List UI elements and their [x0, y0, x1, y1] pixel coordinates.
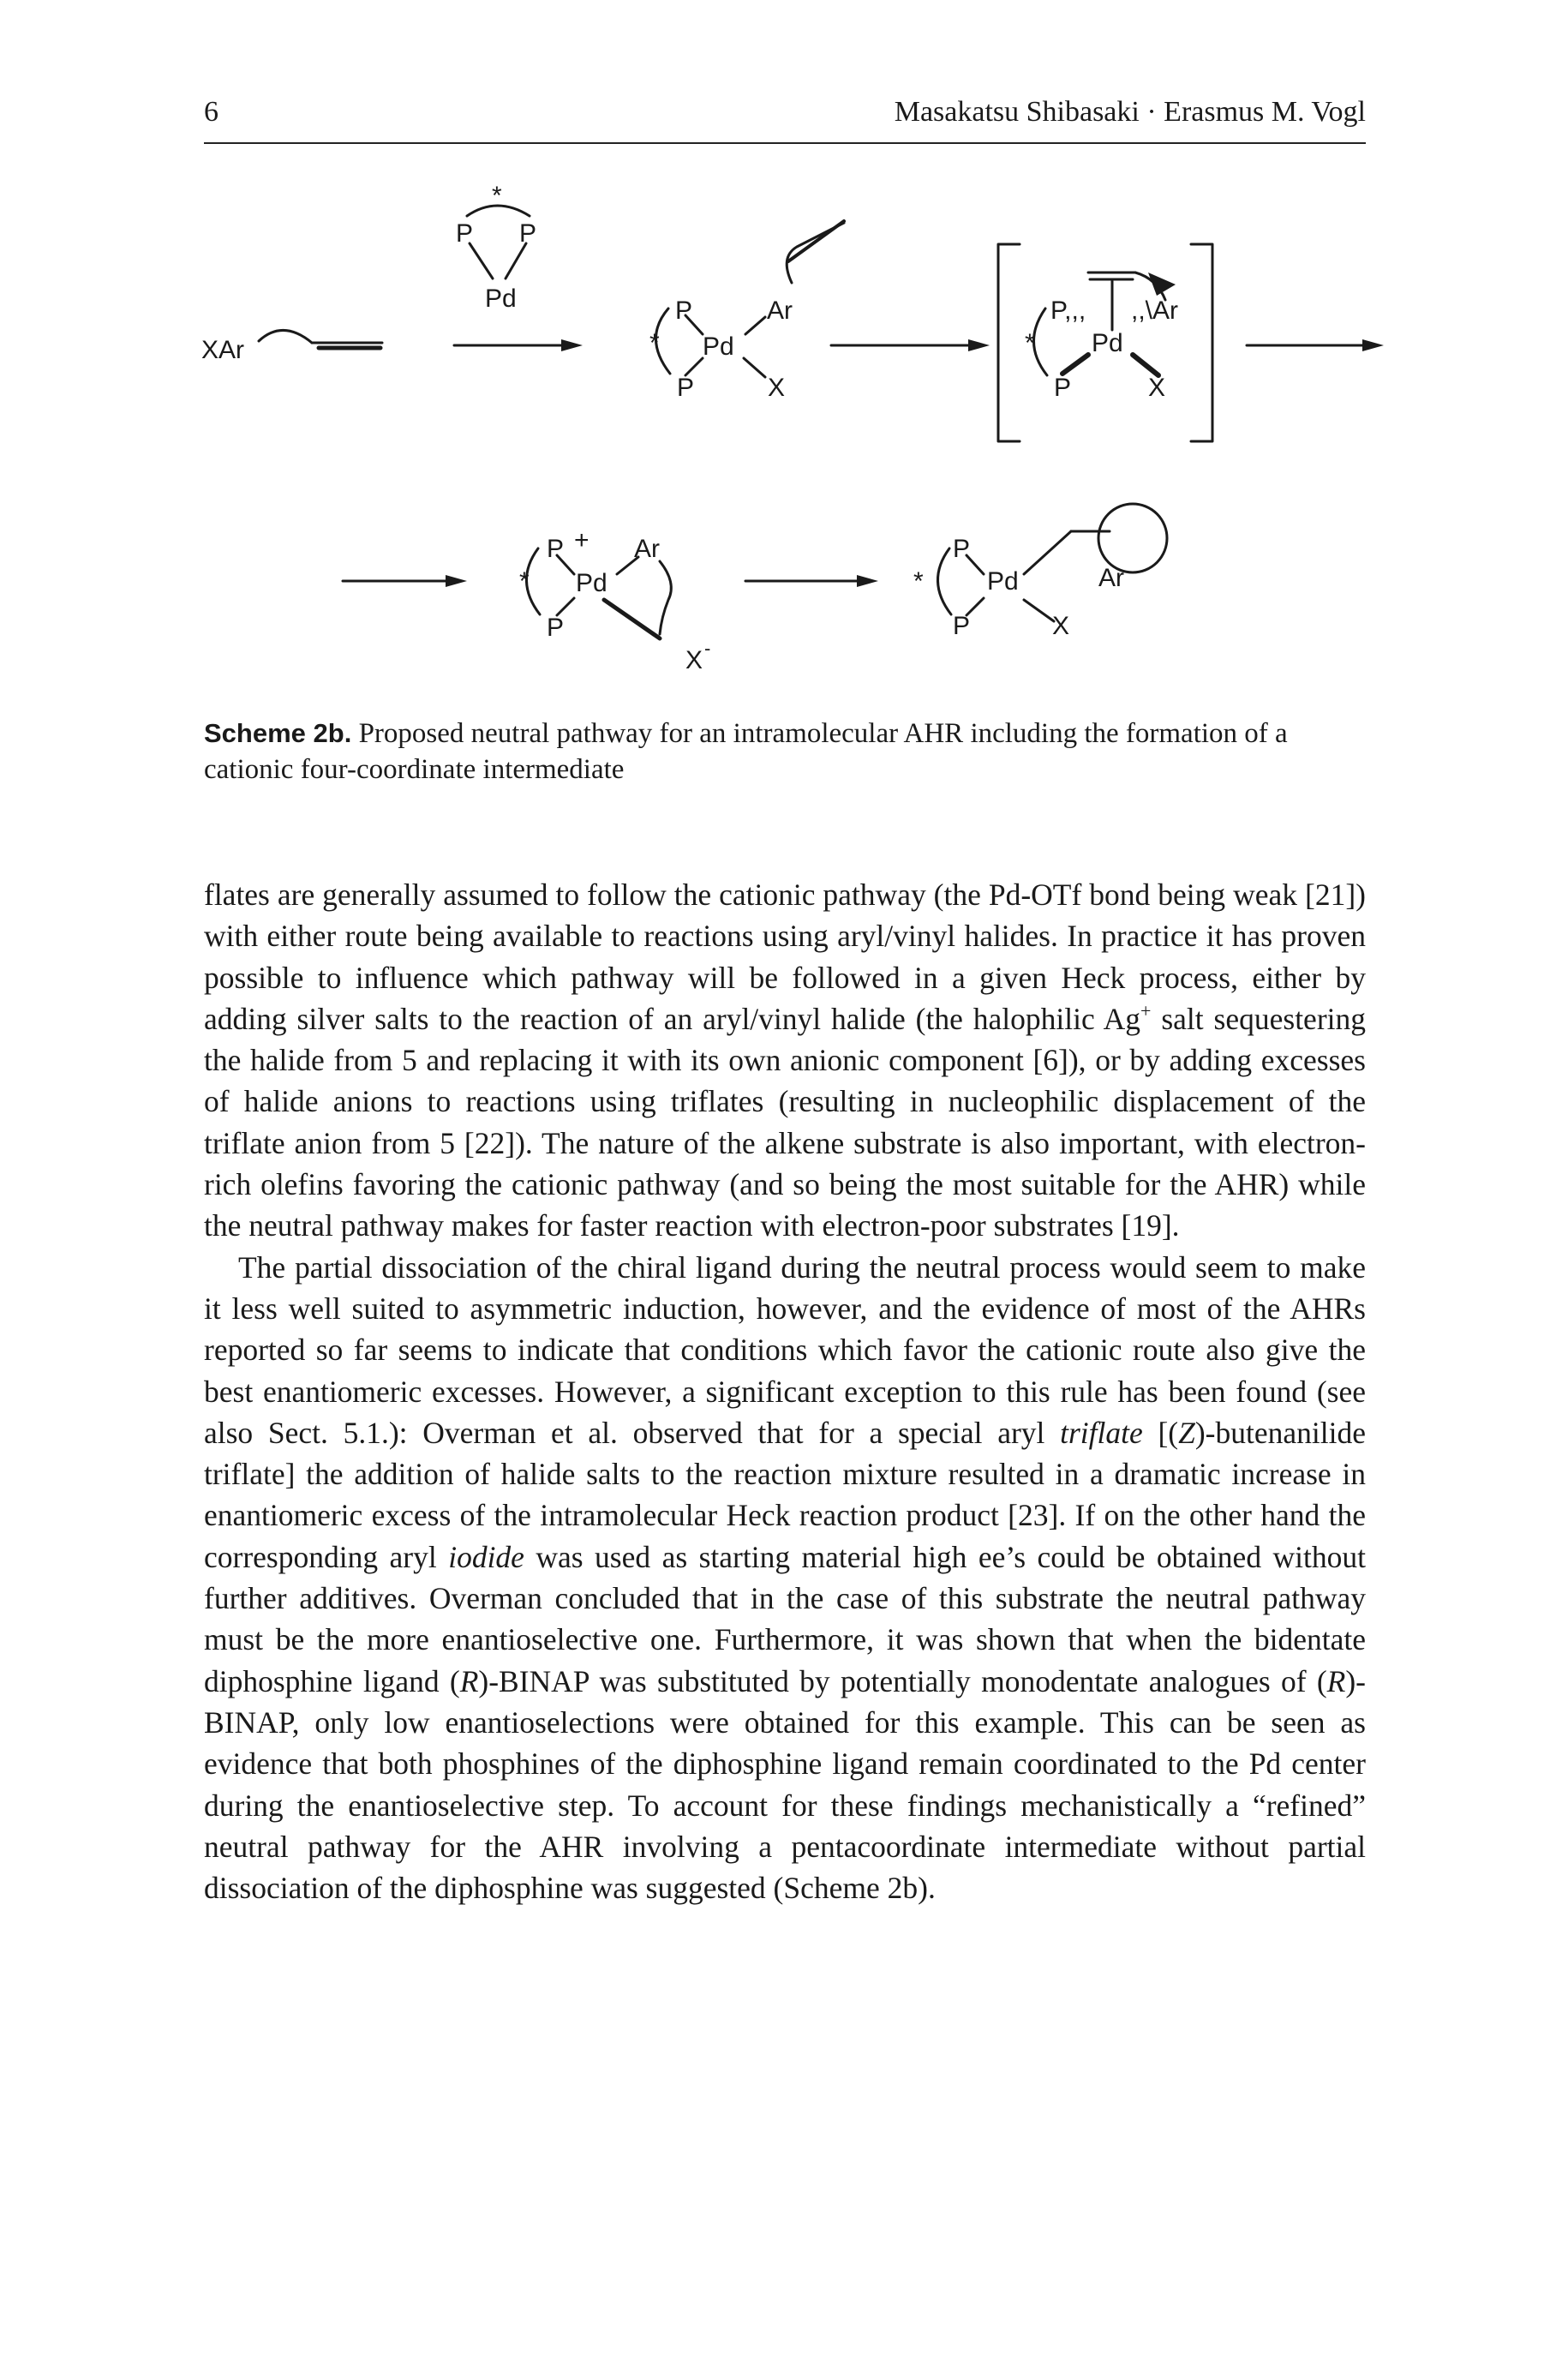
label-star: * [1025, 329, 1035, 357]
alkene-tether [785, 221, 846, 285]
scheme-2b-figure: XAr * P P Pd * P Pd P Ar X * P,,, Pd ,,\… [0, 171, 1568, 703]
label-xar: XAr [201, 336, 244, 364]
italic-term: Z [1178, 1415, 1195, 1450]
label-x: X [1052, 612, 1069, 640]
label-x: X [768, 374, 785, 402]
paragraph-2: The partial dissociation of the chiral l… [204, 1247, 1366, 1909]
label-p: P [519, 219, 536, 248]
italic-term: R [459, 1663, 479, 1698]
label-p-wedge: P,,, [1050, 297, 1086, 325]
label-p: P [953, 535, 970, 563]
paragraph-text: )-BINAP, only low enantioselections were… [204, 1663, 1367, 1906]
paragraph-text: was used as starting material high ee’s … [204, 1539, 1366, 1698]
label-plus: + [574, 526, 589, 554]
label-ar: Ar [1098, 564, 1124, 592]
paragraph-text: flates are generally assumed to follow t… [204, 878, 1366, 1036]
caption-label: Scheme 2b. [204, 718, 352, 748]
label-minus: - [704, 638, 710, 659]
label-p: P [1054, 374, 1071, 402]
label-p: P [547, 614, 564, 642]
label-ar: Ar [767, 297, 793, 325]
label-p: P [953, 612, 970, 640]
italic-term: iodide [448, 1539, 524, 1574]
label-ar: Ar [634, 535, 660, 563]
tether-bond [257, 329, 314, 344]
paragraph-1: flates are generally assumed to follow t… [204, 874, 1366, 1247]
label-p: P [456, 219, 473, 248]
p-pd-bond [504, 242, 528, 280]
ligand-backbone-arc [655, 307, 672, 375]
label-pd: Pd [485, 285, 517, 313]
product-ring [1097, 502, 1169, 574]
label-p: P [675, 297, 692, 325]
p-pd-bond [468, 242, 494, 280]
running-header: 6 Masakatsu Shibasaki · Erasmus M. Vogl [204, 96, 1366, 147]
paragraph-text: )-butenanilide triflate] the addition of… [204, 1415, 1366, 1574]
label-star: * [492, 182, 502, 210]
ligand-backbone-arc [465, 204, 531, 218]
label-star: * [519, 567, 530, 596]
page-number: 6 [204, 96, 218, 128]
scheme-caption: Scheme 2b. Proposed neutral pathway for … [204, 716, 1366, 788]
caption-text: Proposed neutral pathway for an intramol… [204, 718, 1288, 785]
reaction-scheme: XAr * P P Pd * P Pd P Ar X * P,,, Pd ,,\… [201, 182, 1384, 674]
italic-term: triflate [1060, 1415, 1143, 1450]
label-x-minus: X [685, 646, 703, 674]
bracket-right [1189, 243, 1214, 443]
label-star: * [913, 567, 924, 596]
label-ar-hash: ,,\Ar [1131, 297, 1178, 325]
label-star: * [649, 329, 660, 357]
paragraph-text: [( [1142, 1415, 1179, 1450]
label-pd: Pd [703, 332, 734, 361]
label-p: P [677, 374, 694, 402]
running-authors: Masakatsu Shibasaki · Erasmus M. Vogl [894, 96, 1366, 128]
label-pd: Pd [987, 567, 1019, 596]
superscript: + [1140, 999, 1152, 1021]
label-p: P [547, 535, 564, 563]
paragraph-text: The partial dissociation of the chiral l… [204, 1249, 1366, 1450]
label-pd: Pd [576, 569, 607, 597]
paragraph-text: )-BINAP was substituted by potentially m… [478, 1663, 1327, 1698]
header-rule [204, 142, 1366, 144]
bracket-left [996, 243, 1021, 443]
label-x: X [1148, 374, 1165, 402]
body-text: flates are generally assumed to follow t… [204, 874, 1366, 1908]
paragraph-text: salt sequestering the halide from 5 and … [204, 1001, 1366, 1243]
italic-term: R [1326, 1663, 1346, 1698]
label-pd: Pd [1092, 329, 1123, 357]
